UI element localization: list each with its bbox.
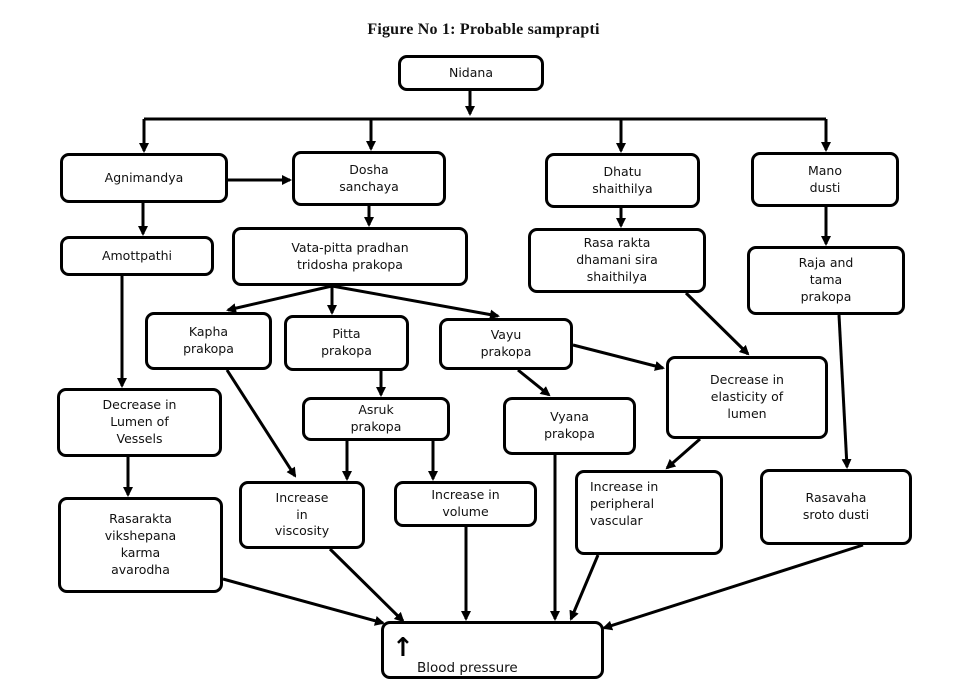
node-dosha-sanchaya: Dosha sanchaya	[292, 151, 446, 206]
node-rasa-rakta: Rasa rakta dhamani sira shaithilya	[528, 228, 706, 293]
edge-viscosity-bp	[328, 547, 405, 623]
edge-rasa-elasticity	[684, 291, 750, 356]
edge-rasavaha-bp	[602, 543, 864, 631]
blood-pressure-label: Blood pressure	[417, 660, 518, 676]
edge-vata-kapha	[226, 284, 333, 314]
edge-vata-vayu	[331, 284, 500, 320]
edge-peripheral-bp	[569, 554, 600, 621]
edge-rasarakta-bp	[222, 577, 385, 626]
node-agnimandya: Agnimandya	[60, 153, 228, 203]
node-nidana: Nidana	[398, 55, 544, 91]
node-decrease-elasticity: Decrease in elasticity of lumen	[666, 356, 828, 439]
node-mano-dusti: Mano dusti	[751, 152, 899, 207]
node-increase-peripheral: Increase in peripheral vascular	[575, 470, 723, 555]
edge-kapha-viscosity	[225, 369, 297, 478]
node-vata-pitta: Vata-pitta pradhan tridosha prakopa	[232, 227, 468, 286]
node-decrease-lumen: Decrease in Lumen of Vessels	[57, 388, 222, 457]
node-increase-viscosity: Increase in viscosity	[239, 481, 365, 549]
node-rasarakta: Rasarakta vikshepana karma avarodha	[58, 497, 223, 593]
node-vayu-prakopa: Vayu prakopa	[439, 318, 573, 370]
up-arrow-icon: ↑	[392, 633, 414, 663]
node-kapha-prakopa: Kapha prakopa	[145, 312, 272, 370]
edge-vayu-elasticity	[572, 343, 665, 371]
node-vyana-prakopa: Vyana prakopa	[503, 397, 636, 455]
edge-elasticity-peripheral	[665, 437, 701, 470]
node-asruk-prakopa: Asruk prakopa	[302, 397, 450, 441]
node-increase-volume: Increase in volume	[394, 481, 537, 527]
edge-vayu-vyana	[517, 368, 551, 397]
edge-raja-rasavaha	[837, 314, 852, 469]
node-rasavaha: Rasavaha sroto dusti	[760, 469, 912, 545]
node-raja-tama: Raja and tama prakopa	[747, 246, 905, 315]
figure-title: Figure No 1: Probable samprapti	[367, 21, 600, 38]
node-amottpathi: Amottpathi	[60, 236, 214, 276]
node-pitta-prakopa: Pitta prakopa	[284, 315, 409, 371]
node-blood-pressure	[381, 621, 604, 679]
node-dhatu-shaithilya: Dhatu shaithilya	[545, 153, 700, 208]
